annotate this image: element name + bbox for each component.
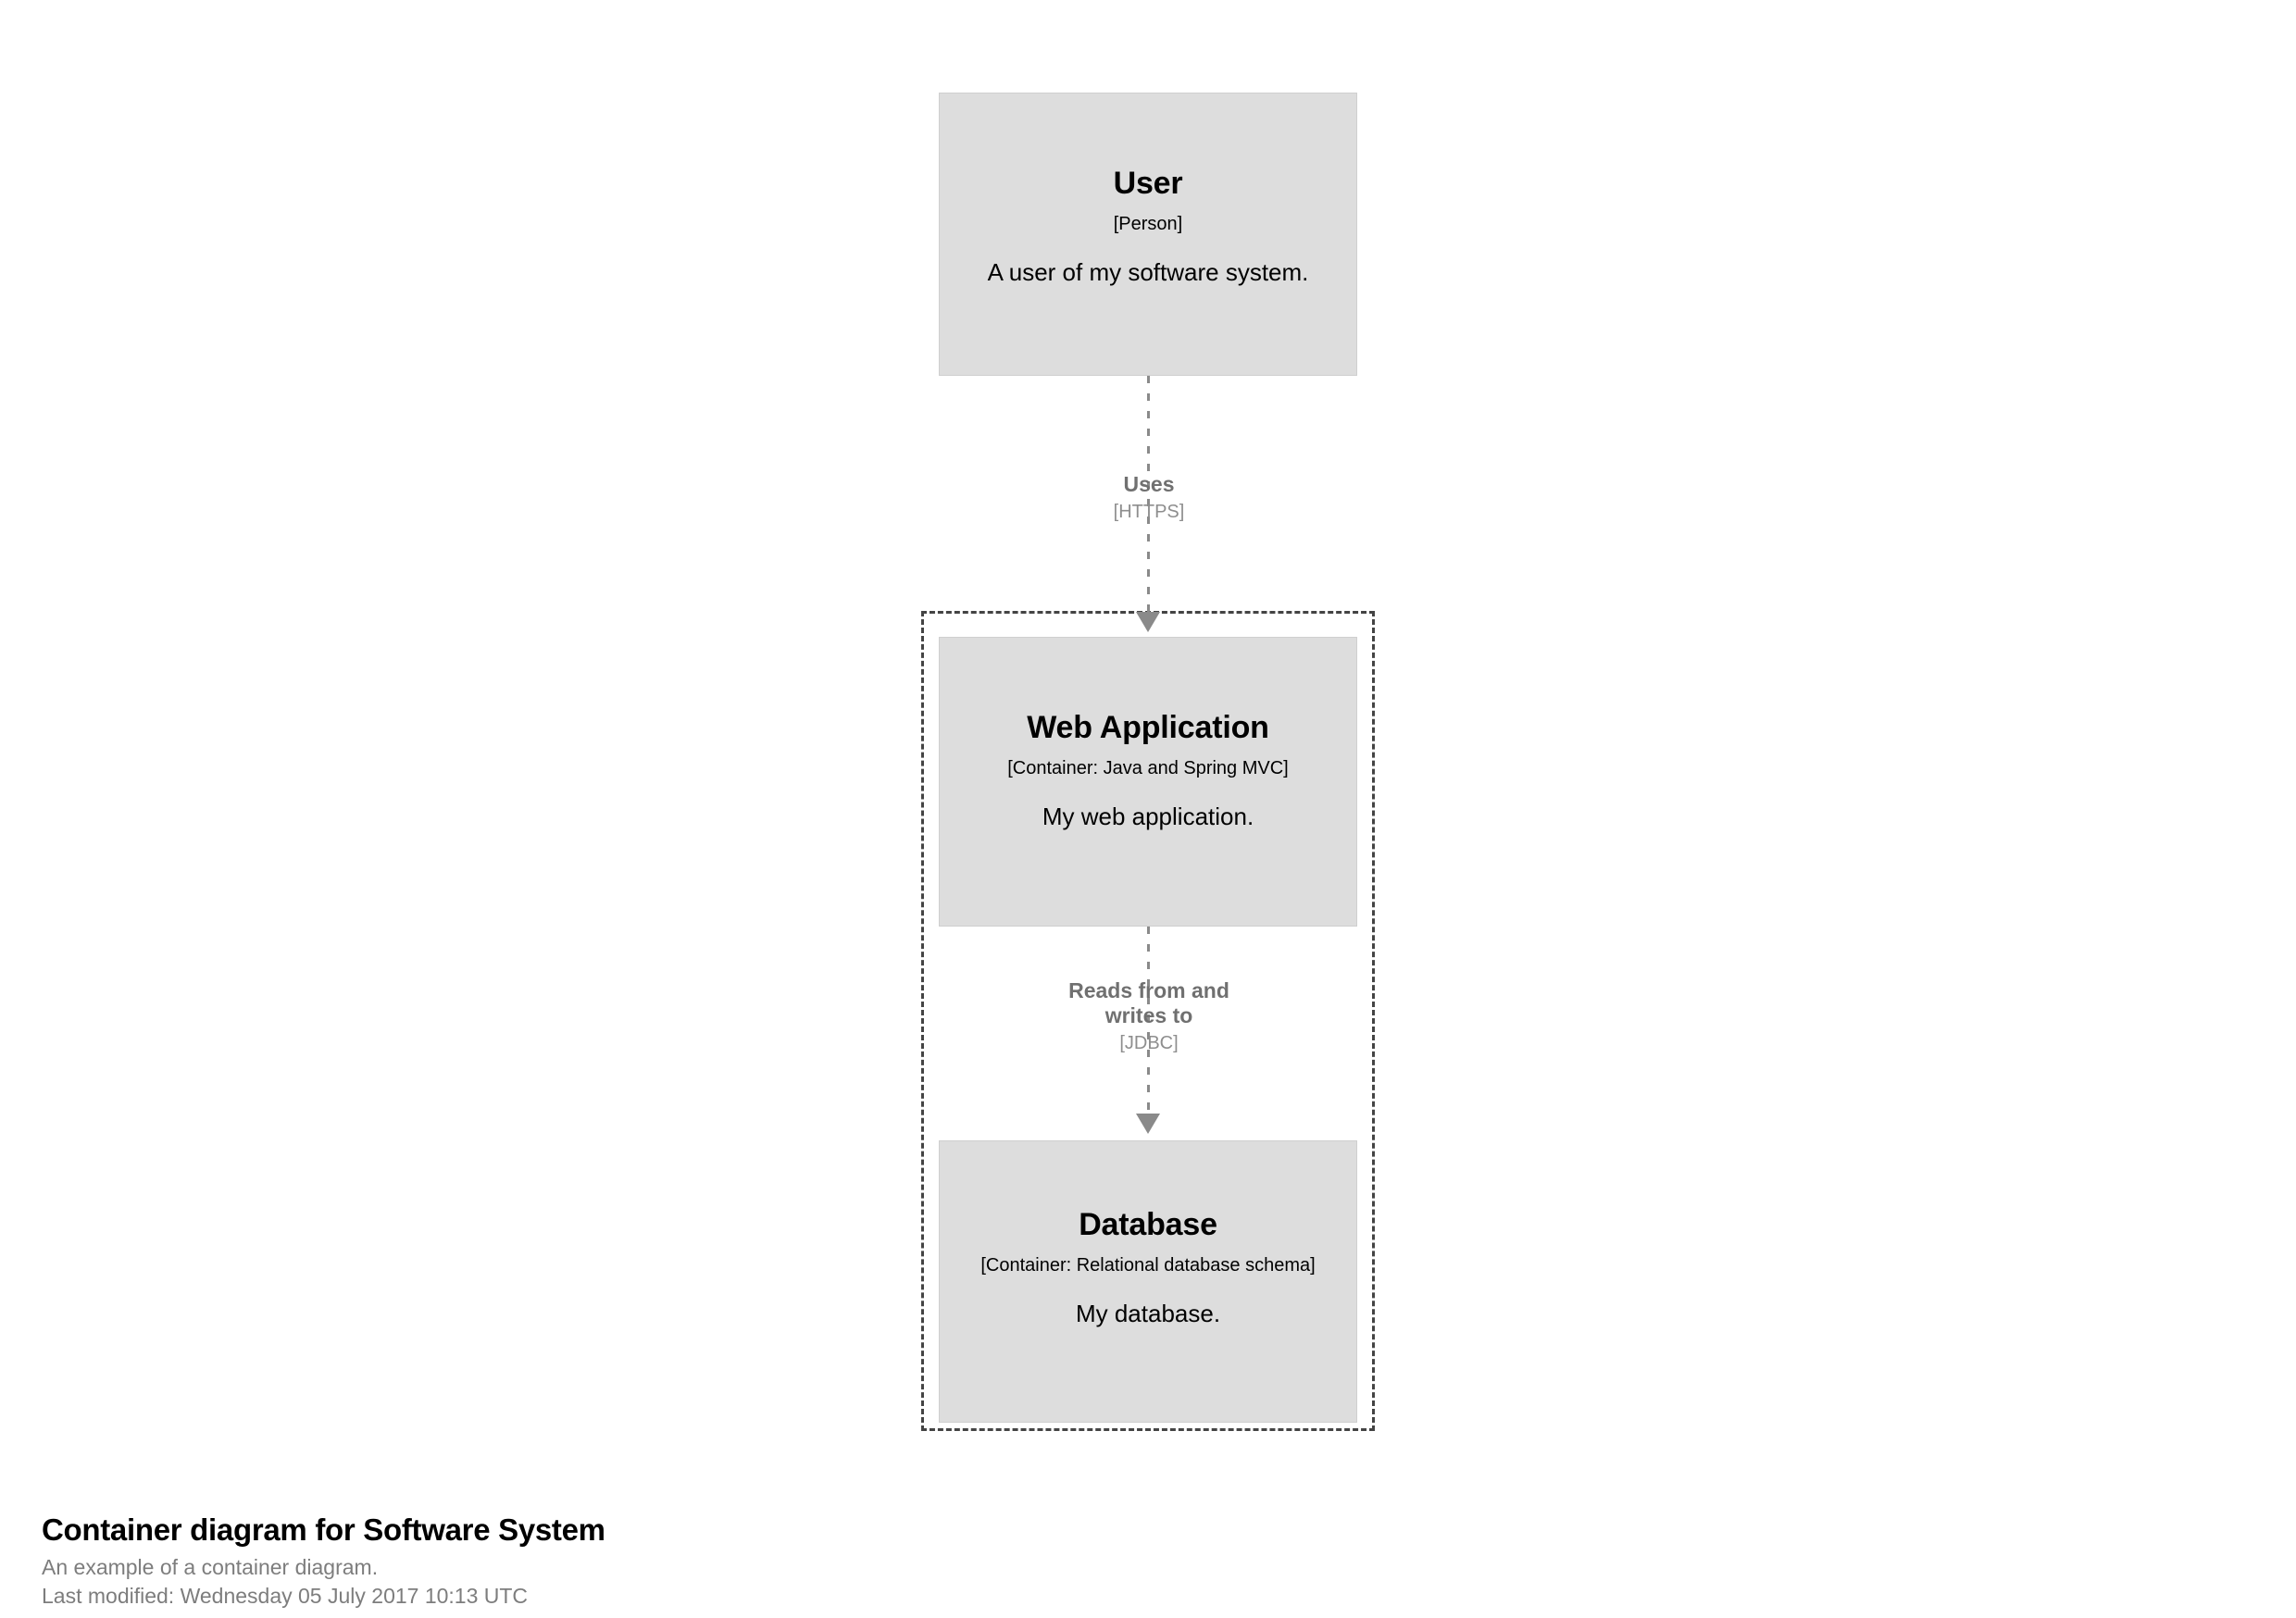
element-user-technology: [Person] [1113,213,1183,234]
relationship-label-reads-writes: Reads from and writes to [JDBC] [955,978,1343,1054]
element-web-application-name: Web Application [1027,710,1269,745]
element-database-technology: [Container: Relational database schema] [980,1254,1316,1276]
arrowhead-icon-reads-writes [1136,1114,1160,1134]
element-database-description: My database. [1075,1299,1221,1327]
element-database[interactable]: Database [Container: Relational database… [939,1140,1357,1423]
relationship-uses-technology: [HTTPS] [1113,502,1185,523]
diagram-caption: Container diagram for Software System An… [42,1511,1153,1611]
element-web-application-technology: [Container: Java and Spring MVC] [1007,757,1289,778]
element-user[interactable]: User [Person] A user of my software syst… [939,93,1357,376]
element-web-application-description: My web application. [1042,802,1254,830]
relationship-line-reads-writes [1147,927,1150,1112]
diagram-subtitle: An example of a container diagram. [42,1555,379,1580]
relationship-reads-writes-description-line1: Reads from and [1068,978,1229,1002]
arrowhead-icon-uses [1136,612,1160,632]
relationship-reads-writes-technology: [JDBC] [1119,1033,1179,1054]
element-web-application[interactable]: Web Application [Container: Java and Spr… [939,637,1357,927]
diagram-last-modified: Last modified: Wednesday 05 July 2017 10… [42,1584,529,1609]
element-user-name: User [1113,166,1183,201]
relationship-line-uses [1147,376,1150,613]
relationship-uses-description: Uses [1123,472,1175,496]
element-user-description: A user of my software system. [987,257,1309,286]
element-database-name: Database [1079,1207,1217,1242]
relationship-label-uses: Uses [HTTPS] [955,472,1343,523]
relationship-reads-writes-description-line2: writes to [1104,1003,1193,1028]
diagram-title: Container diagram for Software System [42,1512,605,1547]
